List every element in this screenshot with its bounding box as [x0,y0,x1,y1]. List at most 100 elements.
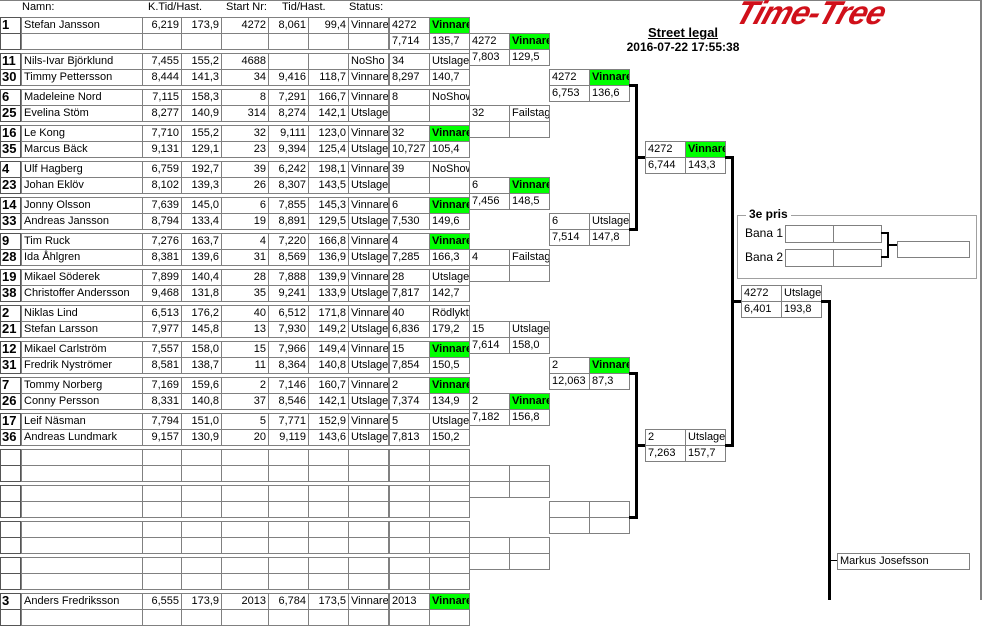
racer-name[interactable]: Mikael Söderek [21,269,143,286]
racer-ktid: 9,157 [142,429,182,446]
round2-start-number[interactable]: 2 [469,393,510,410]
racer-hast: 133,9 [308,285,349,302]
racer-start: 28 [221,269,269,286]
round2-start-number[interactable]: 4 [469,249,510,266]
racer-name[interactable]: Stefan Larsson [21,321,143,338]
round3-status: Utslager [589,213,630,230]
racer-name[interactable]: Jonny Olsson [21,197,143,214]
round3-start-number[interactable]: 2 [549,357,590,374]
racer-start: 5 [221,413,269,430]
racer-ktid [142,465,182,482]
seed-number: 14 [0,197,21,214]
racer-tid [268,573,309,590]
racer-name[interactable]: Johan Eklöv [21,177,143,194]
seed-number: 16 [0,125,21,142]
racer-khast: 130,9 [181,429,222,446]
racer-name[interactable]: Andreas Lundmark [21,429,143,446]
round2-start-number[interactable]: 4272 [469,33,510,50]
round2-time: 7,803 [469,49,510,66]
bracket-connector-line [629,84,638,87]
racer-name[interactable] [21,609,143,626]
round3-start-number[interactable] [549,501,590,518]
racer-start: 2 [221,377,269,394]
racer-hast: 149,2 [308,321,349,338]
round4-start-number[interactable]: 2 [645,429,686,446]
third-place-winner[interactable] [897,241,970,258]
racer-name[interactable] [21,501,143,518]
round2-start-number[interactable]: 15 [469,321,510,338]
round4-speed: 143,3 [685,157,726,174]
racer-name[interactable]: Fredrik Nyströmer [21,357,143,374]
racer-name[interactable]: Anders Fredriksson [21,593,143,610]
racer-name[interactable]: Stefan Jansson [21,17,143,34]
racer-name[interactable]: Andreas Jansson [21,213,143,230]
racer-ktid: 8,277 [142,105,182,122]
third-place-lane1-b[interactable] [833,225,882,243]
racer-status: Utslage [348,321,389,338]
racer-name[interactable] [21,573,143,590]
round2-speed: 158,0 [509,337,550,354]
round2-start-number[interactable] [469,537,510,554]
racer-name[interactable]: Nils-Ivar Björklund [21,53,143,70]
racer-name[interactable]: Marcus Bäck [21,141,143,158]
racer-name[interactable] [21,465,143,482]
round1-speed [429,465,470,482]
round2-start-number[interactable]: 32 [469,105,510,122]
round1-start-number: 5 [389,413,430,430]
lane1-label: Bana 1 [745,226,784,240]
round5-start-number[interactable]: 4272 [741,285,782,302]
racer-khast: 158,3 [181,89,222,106]
round2-speed: 129,5 [509,49,550,66]
racer-ktid [142,485,182,502]
racer-name[interactable] [21,537,143,554]
seed-number [0,465,21,482]
round1-status [429,521,470,538]
racer-tid [268,53,309,70]
racer-name[interactable]: Evelina Stöm [21,105,143,122]
racer-name[interactable] [21,485,143,502]
racer-tid: 7,220 [268,233,309,250]
racer-name[interactable] [21,557,143,574]
round1-start-number: 15 [389,341,430,358]
racer-tid: 6,242 [268,161,309,178]
racer-start: 37 [221,393,269,410]
racer-ktid: 6,759 [142,161,182,178]
racer-name[interactable]: Leif Näsman [21,413,143,430]
racer-name[interactable]: Niklas Lind [21,305,143,322]
racer-name[interactable] [21,449,143,466]
round2-start-number[interactable] [469,465,510,482]
racer-name[interactable]: Tommy Norberg [21,377,143,394]
header-status: Status: [349,1,384,13]
racer-hast [308,501,349,518]
round3-start-number[interactable]: 6 [549,213,590,230]
racer-name[interactable]: Le Kong [21,125,143,142]
racer-name[interactable] [21,521,143,538]
third-place-lane2-a[interactable] [785,249,834,267]
racer-name[interactable]: Conny Persson [21,393,143,410]
racer-name[interactable]: Mikael Carlström [21,341,143,358]
racer-name[interactable]: Christoffer Andersson [21,285,143,302]
third-place-lane2-b[interactable] [833,249,882,267]
racer-hast: 152,9 [308,413,349,430]
seed-number: 33 [0,213,21,230]
racer-name[interactable] [21,33,143,50]
round2-start-number[interactable]: 6 [469,177,510,194]
round4-time: 7,263 [645,445,686,462]
racer-name[interactable]: Madeleine Nord [21,89,143,106]
final-racer-name[interactable]: Markus Josefsson [837,553,970,570]
round3-start-number[interactable]: 4272 [549,69,590,86]
seed-number: 21 [0,321,21,338]
round4-start-number[interactable]: 4272 [645,141,686,158]
racer-name[interactable]: Ida Åhlgren [21,249,143,266]
header-ktid: K.Tid/Hast. [148,1,202,13]
round2-time [469,481,510,498]
racer-name[interactable]: Ulf Hagberg [21,161,143,178]
seed-number: 9 [0,233,21,250]
racer-name[interactable]: Timmy Pettersson [21,69,143,86]
racer-ktid: 8,331 [142,393,182,410]
round3-speed: 87,3 [589,373,630,390]
third-place-lane1-a[interactable] [785,225,834,243]
round1-time: 7,374 [389,393,430,410]
racer-name[interactable]: Tim Ruck [21,233,143,250]
racer-khast [181,485,222,502]
